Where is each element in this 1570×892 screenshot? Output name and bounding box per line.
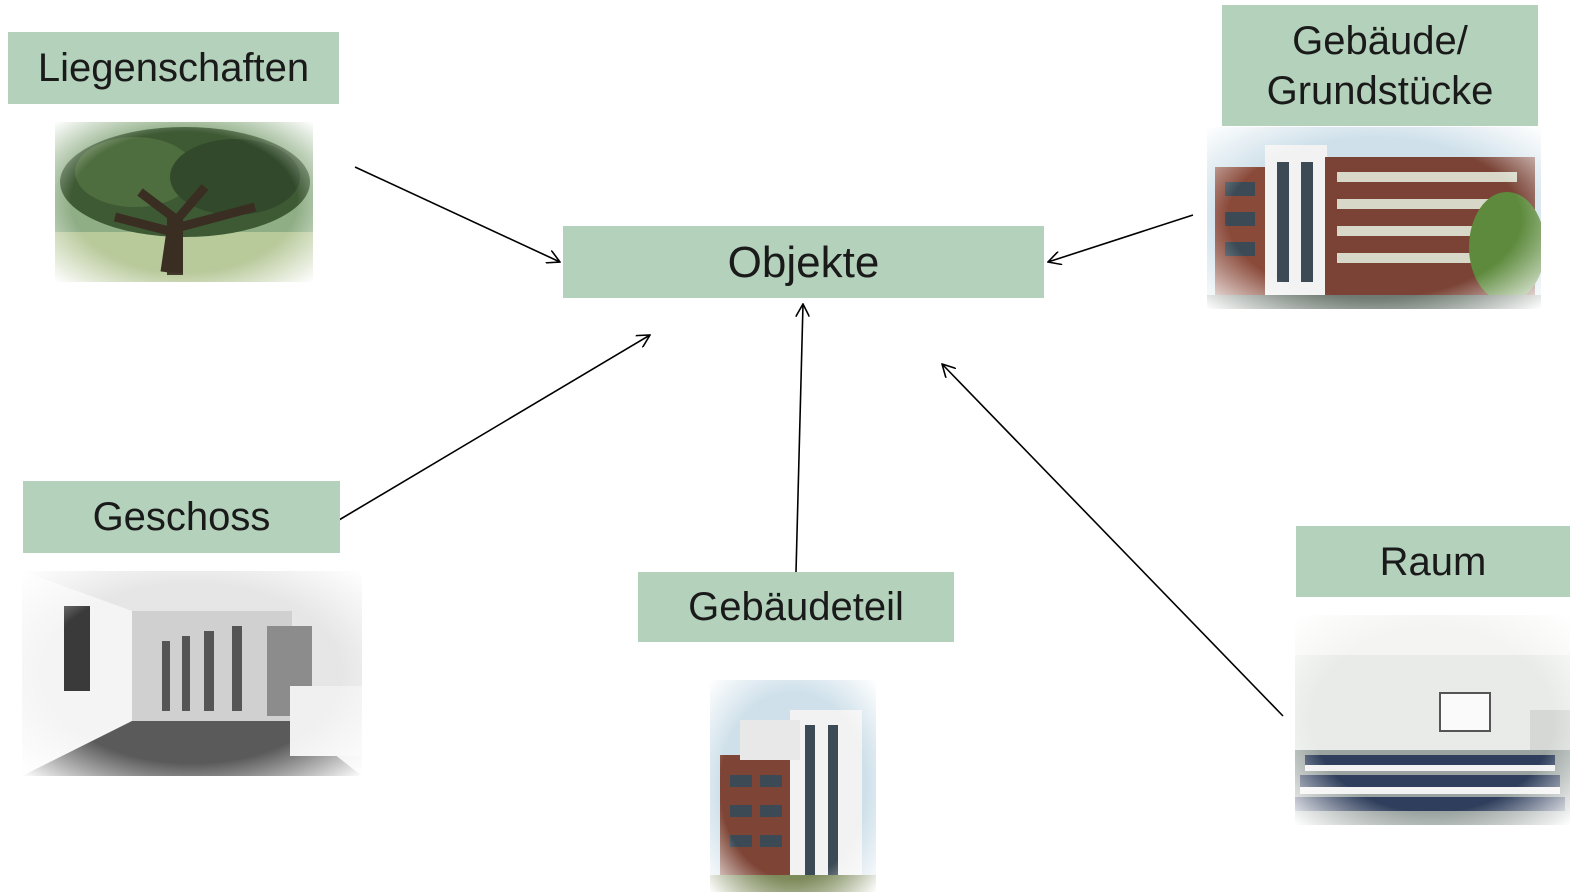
building-wing-photo-icon [710, 680, 876, 892]
arrow-geschoss-to-objekte [338, 335, 650, 521]
arrow-liegenschaften-to-objekte [354, 166, 560, 262]
arrow-gebaeudeteil-to-objekte [795, 304, 803, 573]
node-raum-label: Raum [1379, 539, 1487, 584]
node-gebaeudeteil-label: Gebäudeteil [688, 585, 904, 629]
node-gebaeude-label: Gebäude/ Grundstücke [1266, 18, 1494, 113]
node-raum: Raum [1296, 526, 1570, 597]
arrow-raum-to-objekte [942, 364, 1284, 717]
node-objekte-label: Objekte [727, 237, 880, 287]
corridor-photo-icon [22, 571, 362, 776]
arrow-gebaeude-to-objekte [1048, 214, 1194, 262]
node-liegenschaften-label: Liegenschaften [37, 46, 310, 90]
classroom-photo-icon [1295, 615, 1570, 825]
node-gebaeude-grundstuecke: Gebäude/ Grundstücke [1222, 5, 1538, 126]
office-building-photo-icon [1207, 127, 1541, 309]
tree-photo-icon [55, 122, 313, 282]
node-gebaeudeteil: Gebäudeteil [638, 572, 954, 642]
node-geschoss-label: Geschoss [92, 495, 271, 539]
node-liegenschaften: Liegenschaften [8, 32, 339, 104]
node-objekte: Objekte [563, 226, 1044, 298]
node-geschoss: Geschoss [23, 481, 340, 553]
